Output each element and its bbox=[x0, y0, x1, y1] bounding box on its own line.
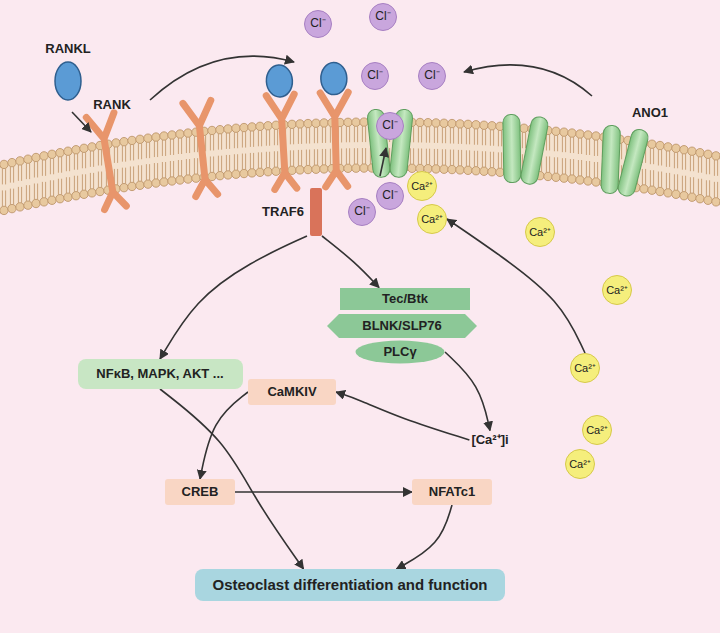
node-text: Ca²⁺ bbox=[529, 226, 551, 239]
efflux-arrow bbox=[464, 65, 592, 96]
kinase-box: Tec/Btk bbox=[340, 288, 470, 311]
node-text: CaMKIV bbox=[267, 385, 316, 400]
rank-receptor-bound bbox=[264, 64, 299, 189]
part-label: RANK bbox=[93, 97, 131, 112]
signal-arrow bbox=[200, 392, 248, 479]
chloride-ion: Cl⁻ bbox=[361, 62, 389, 90]
node-text: RANKL bbox=[45, 42, 91, 57]
signal-arrow bbox=[445, 352, 490, 431]
node-text: Cl⁻ bbox=[310, 17, 325, 31]
part-label: ANO1 bbox=[632, 105, 668, 120]
adapter-hexagon: BLNK/SLP76 bbox=[327, 314, 477, 338]
calcium-ion: Ca²⁺ bbox=[570, 353, 600, 383]
node-text: Ca²⁺ bbox=[574, 362, 596, 375]
pathway-box: NFκB, MAPK, AKT ... bbox=[78, 359, 243, 389]
node-text: Ca²⁺ bbox=[606, 284, 628, 297]
signal-arrow bbox=[322, 236, 379, 288]
chloride-ion: Cl⁻ bbox=[369, 3, 397, 31]
traf6-adapter: TRAF6 bbox=[262, 188, 322, 236]
node-text: CREB bbox=[182, 485, 219, 500]
chloride-ion: Cl⁻ bbox=[376, 112, 404, 140]
chloride-ion: Cl⁻ bbox=[418, 62, 446, 90]
node-text: Ca²⁺ bbox=[421, 213, 443, 226]
rank-receptor bbox=[86, 113, 129, 210]
factor-box: CaMKIV bbox=[248, 379, 336, 405]
binding-arrow bbox=[72, 112, 91, 132]
efflux-arrow bbox=[380, 148, 386, 176]
node-text: Cl⁻ bbox=[367, 69, 382, 83]
node-text: PLCγ bbox=[383, 345, 416, 360]
calcium-ion: Ca²⁺ bbox=[565, 449, 595, 479]
node-text: Osteoclast differentiation and function bbox=[212, 576, 487, 593]
calcium-ion: Ca²⁺ bbox=[525, 217, 555, 247]
ano1-channel bbox=[594, 123, 650, 198]
calcium-ion: Ca²⁺ bbox=[407, 171, 437, 201]
signal-arrow bbox=[235, 491, 412, 493]
illustration-arrows bbox=[72, 56, 592, 176]
ligand-shape bbox=[53, 60, 83, 102]
node-text: Ca²⁺ bbox=[586, 424, 608, 437]
chloride-ion: Cl⁻ bbox=[376, 182, 404, 210]
chloride-ion: Cl⁻ bbox=[348, 198, 376, 226]
factor-box: CREB bbox=[165, 479, 235, 505]
rank-receptor-bound bbox=[319, 62, 350, 187]
enzyme-ellipse: PLCγ bbox=[355, 340, 445, 364]
calcium-ion: Ca²⁺ bbox=[582, 415, 612, 445]
node-text: BLNK/SLP76 bbox=[362, 319, 441, 334]
ano1-channel bbox=[367, 109, 414, 178]
calcium-ion: Ca²⁺ bbox=[417, 204, 447, 234]
node-text: TRAF6 bbox=[262, 205, 304, 220]
node-text: Cl⁻ bbox=[375, 10, 390, 24]
signal-arrow bbox=[336, 392, 469, 440]
traf6-bar bbox=[310, 188, 322, 236]
outcome-box: Osteoclast differentiation and function bbox=[195, 569, 505, 601]
binding-arrow bbox=[150, 56, 294, 100]
concentration-label: [Ca²⁺]i bbox=[469, 431, 510, 450]
node-text: Cl⁻ bbox=[354, 205, 369, 219]
factor-box: NFATc1 bbox=[412, 479, 492, 505]
node-text: Ca²⁺ bbox=[411, 180, 433, 193]
ano1-channel bbox=[497, 113, 550, 186]
node-text: NFATc1 bbox=[429, 485, 475, 500]
rank-receptor bbox=[183, 100, 221, 196]
node-text: [Ca²⁺]i bbox=[471, 433, 508, 448]
calcium-ion: Ca²⁺ bbox=[602, 275, 632, 305]
node-text: Cl⁻ bbox=[382, 119, 397, 133]
rank-receptors bbox=[86, 62, 350, 210]
signal-arrow bbox=[160, 236, 307, 359]
node-text: NFκB, MAPK, AKT ... bbox=[96, 367, 223, 382]
rankl-ligand: RANKL bbox=[45, 42, 91, 102]
node-text: Cl⁻ bbox=[382, 189, 397, 203]
node-text: Cl⁻ bbox=[424, 69, 439, 83]
chloride-ion: Cl⁻ bbox=[304, 10, 332, 38]
node-text: Ca²⁺ bbox=[569, 458, 591, 471]
node-text: Tec/Btk bbox=[382, 292, 428, 307]
signal-arrow bbox=[397, 505, 453, 569]
signal-arrow bbox=[160, 389, 304, 569]
